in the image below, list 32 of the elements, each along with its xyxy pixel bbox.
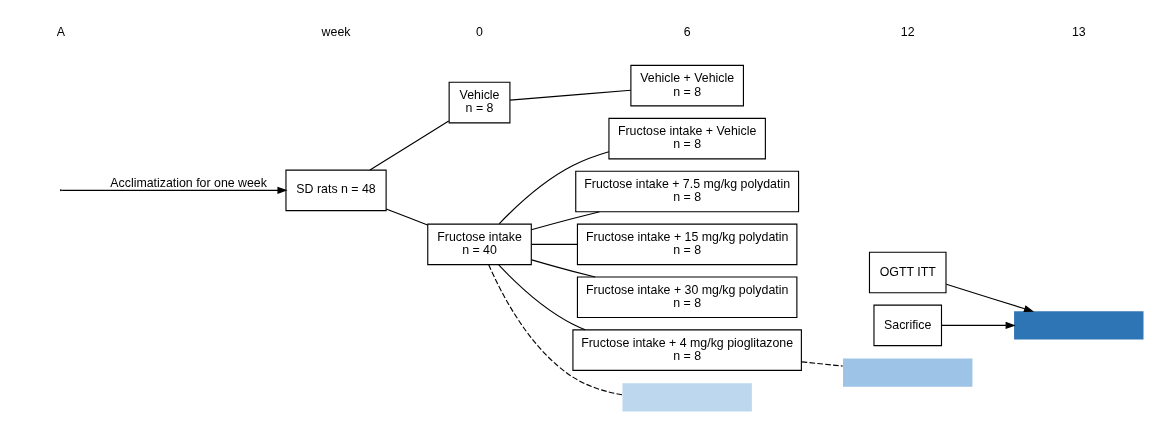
label: 12 — [900, 24, 915, 39]
label: 6 — [683, 24, 691, 39]
arrow — [941, 321, 1016, 329]
node-box: SD rats n = 48 — [285, 169, 387, 212]
node-box: Vehicle n = 8 — [448, 81, 511, 124]
connector — [498, 151, 610, 225]
label: week — [321, 24, 351, 39]
node-box: Fructose intake + 15 mg/kg polydatin n = 8 — [576, 223, 798, 266]
node-box: Sacrifice — [873, 304, 943, 347]
label: 13 — [1071, 24, 1086, 39]
node-box: Fructose intake + Vehicle n = 8 — [608, 117, 766, 160]
node-box: Fructose intake n = 40 — [427, 223, 532, 266]
node-box: Vehicle + Vehicle n = 8 — [630, 64, 744, 107]
connector — [498, 264, 586, 331]
connector — [530, 243, 578, 245]
node-box: Fructose intake + 30 mg/kg polydatin n = 8 — [576, 276, 798, 319]
label: 0 — [476, 24, 483, 39]
label: A — [56, 24, 66, 39]
node-bar — [622, 383, 752, 412]
connector — [488, 264, 623, 396]
node-box: Fructose intake + 7.5 mg/kg polydatin n = 8 — [575, 170, 800, 213]
connector — [385, 208, 429, 226]
arrow — [945, 283, 1035, 313]
edge-label: Acclimatization for one week — [110, 175, 267, 190]
connector — [369, 120, 450, 171]
connector — [801, 361, 844, 367]
arrow — [61, 186, 288, 194]
node-bar — [843, 358, 973, 387]
node-box: Fructose intake + 4 mg/kg pioglitazone n = 8 — [572, 329, 802, 371]
node-box: OGTT ITT — [868, 251, 947, 294]
connector — [509, 89, 632, 101]
node-bar — [1014, 311, 1144, 340]
